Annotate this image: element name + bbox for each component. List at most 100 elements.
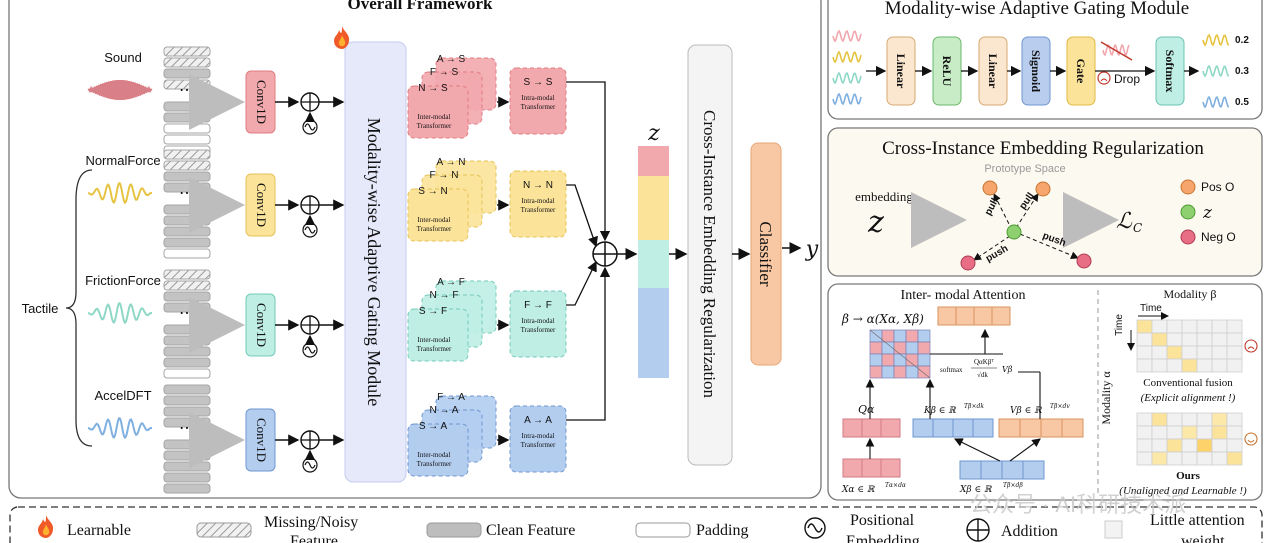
q-label: Qα xyxy=(858,403,875,416)
mag-input-wave-icon xyxy=(832,29,862,43)
feature-cell xyxy=(163,335,211,346)
ours-cell xyxy=(1166,412,1183,427)
conv-fusion-cell xyxy=(1181,358,1198,373)
inter-label-3-1: N → A xyxy=(430,405,459,416)
mag-block-label-1: ReLU xyxy=(940,56,954,87)
inter-label-2-1: N → F xyxy=(430,290,459,301)
feature-cell xyxy=(163,46,211,57)
feature-cell xyxy=(163,461,211,472)
positional-embedding-icon-2 xyxy=(302,342,318,358)
feature-cell xyxy=(163,450,211,461)
intra-transformer-2 xyxy=(509,290,567,358)
inter-label-3-0: F → A xyxy=(437,392,465,403)
legend-padding: Padding xyxy=(696,522,748,539)
mag-weight-0: 0.2 xyxy=(1235,35,1249,46)
intra-label-3: A → A xyxy=(524,415,552,426)
attention-matrix-cell xyxy=(905,329,919,343)
conv-fusion-cell xyxy=(1211,319,1228,334)
conv1d-label-2: Conv1D xyxy=(254,303,269,347)
conv1d-label-0: Conv1D xyxy=(254,80,269,124)
intra-transformer-3 xyxy=(509,405,567,473)
z-point xyxy=(1006,224,1022,240)
z-label: z xyxy=(647,121,660,146)
xb-vector-cell xyxy=(959,460,982,480)
ours-cell xyxy=(1151,438,1168,453)
waveform-icon-2 xyxy=(87,302,152,325)
legend-little-2: weight xyxy=(1181,533,1225,543)
conv-fusion-cell xyxy=(1136,358,1153,373)
attention-matrix-cell xyxy=(881,365,895,379)
legend-little-swatch xyxy=(1104,520,1123,539)
conv1d-label-3: Conv1D xyxy=(254,418,269,462)
inter-caption: Inter-modal xyxy=(418,216,451,224)
legend-missing-1: Missing/Noisy xyxy=(264,514,358,531)
feature-cell xyxy=(163,291,211,302)
watermark: 公众号 · AI科研技术派 xyxy=(970,492,1186,517)
output-vector-cell xyxy=(937,306,957,326)
inter-label-0-2: N → S xyxy=(418,83,448,94)
mag-input-wave-icon xyxy=(832,71,862,85)
ours-cell xyxy=(1196,412,1213,427)
feature-cell xyxy=(163,368,211,379)
ours-cell xyxy=(1196,451,1213,466)
feature-cell xyxy=(163,324,211,335)
conv-fusion-cell xyxy=(1166,319,1183,334)
inter-caption: Inter-modal xyxy=(418,113,451,121)
embedding-z-symbol: z xyxy=(867,205,884,240)
time-label: Time xyxy=(1140,303,1162,314)
loss-subscript: C xyxy=(1133,221,1142,235)
intra-caption: Intra-modal xyxy=(521,197,554,205)
mag-block-label-0: Linear xyxy=(894,54,908,89)
ours-cell xyxy=(1226,425,1243,440)
attention-matrix-cell xyxy=(893,353,907,367)
inter-transformer-card xyxy=(407,188,469,242)
modality-name-3: AccelDFT xyxy=(94,388,151,403)
inter-caption: Inter-modal xyxy=(418,336,451,344)
feature-cell xyxy=(163,57,211,68)
xb-vector-cell xyxy=(1022,460,1045,480)
attention-matrix-cell xyxy=(917,365,931,379)
intra-caption: Transformer xyxy=(521,326,556,334)
feature-cell xyxy=(163,237,211,248)
pos-prototype-1 xyxy=(982,180,998,196)
conv-fusion-cell xyxy=(1226,345,1243,360)
conv-fusion-cell xyxy=(1211,345,1228,360)
inter-label-0-1: F → S xyxy=(430,67,459,78)
attention-panel xyxy=(827,283,1263,501)
pos-prototype-2 xyxy=(1035,181,1051,197)
conv-fusion-cell xyxy=(1196,345,1213,360)
loss-symbol: ℒ xyxy=(1116,209,1133,234)
k-vector-cell xyxy=(972,418,994,438)
feature-cell xyxy=(163,123,211,134)
legend-positional-icon xyxy=(804,517,826,539)
tactile-label: Tactile xyxy=(22,301,59,316)
legend-bar xyxy=(9,506,1263,543)
drop-label: Drop xyxy=(1114,72,1140,86)
attention-matrix-cell xyxy=(905,365,919,379)
q-vector-cell xyxy=(861,418,882,438)
ours-cell xyxy=(1136,412,1153,427)
conv-fusion-cell xyxy=(1226,332,1243,347)
waveform-icon-0 xyxy=(87,79,153,101)
inter-transformer-card xyxy=(407,85,469,139)
feature-ellipsis: ⋯ xyxy=(179,185,195,202)
attention-matrix-cell xyxy=(869,365,883,379)
mag-block-label-4: Gate xyxy=(1074,59,1088,84)
legend-clean: Clean Feature xyxy=(486,522,575,539)
tactile-brace xyxy=(65,169,93,447)
modality-name-2: FrictionForce xyxy=(85,273,161,288)
ours-cell xyxy=(1211,425,1228,440)
feature-cell xyxy=(163,395,211,406)
ours-cell xyxy=(1226,451,1243,466)
modality-name-1: NormalForce xyxy=(85,153,160,168)
ours-cell xyxy=(1151,425,1168,440)
legend-positional-2: Embedding xyxy=(846,533,920,543)
inter-label-2-0: A → F xyxy=(437,277,465,288)
legend-neg: Neg O xyxy=(1201,230,1236,244)
k-label: Kβ ∈ ℝ xyxy=(923,406,956,416)
conv-fusion-cell xyxy=(1166,332,1183,347)
